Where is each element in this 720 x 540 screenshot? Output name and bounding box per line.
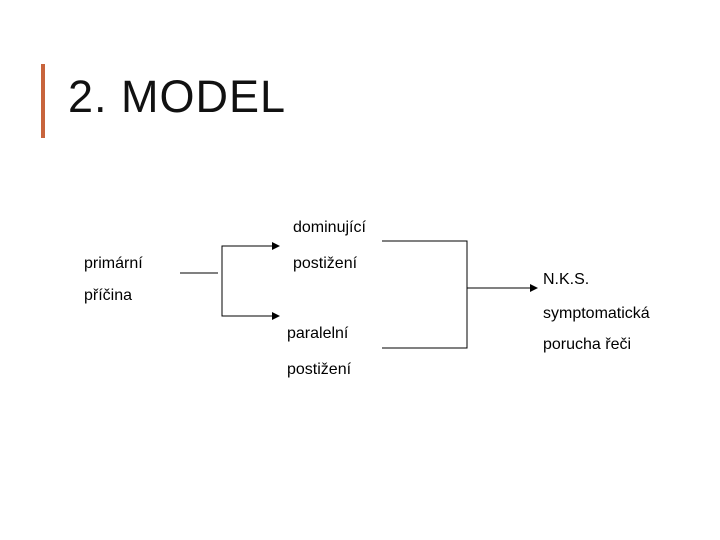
slide-title: 2. MODEL <box>68 71 287 122</box>
parallel-label-line2: postižení <box>287 361 352 378</box>
cause-label-line1: primární <box>84 255 143 272</box>
result-label-line1: N.K.S. <box>543 271 590 288</box>
parallel-label-line1: paralelní <box>287 325 349 342</box>
title-accent-bar <box>41 64 45 138</box>
result-label-line2: symptomatická <box>543 305 650 322</box>
dominant-label-line2: postižení <box>293 255 358 272</box>
result-label-line3: porucha řeči <box>543 336 632 353</box>
cause-label-line2: příčina <box>84 287 133 304</box>
dominant-label-line1: dominující <box>293 219 366 236</box>
branch-bracket <box>221 245 279 317</box>
merge-bracket <box>382 240 468 349</box>
